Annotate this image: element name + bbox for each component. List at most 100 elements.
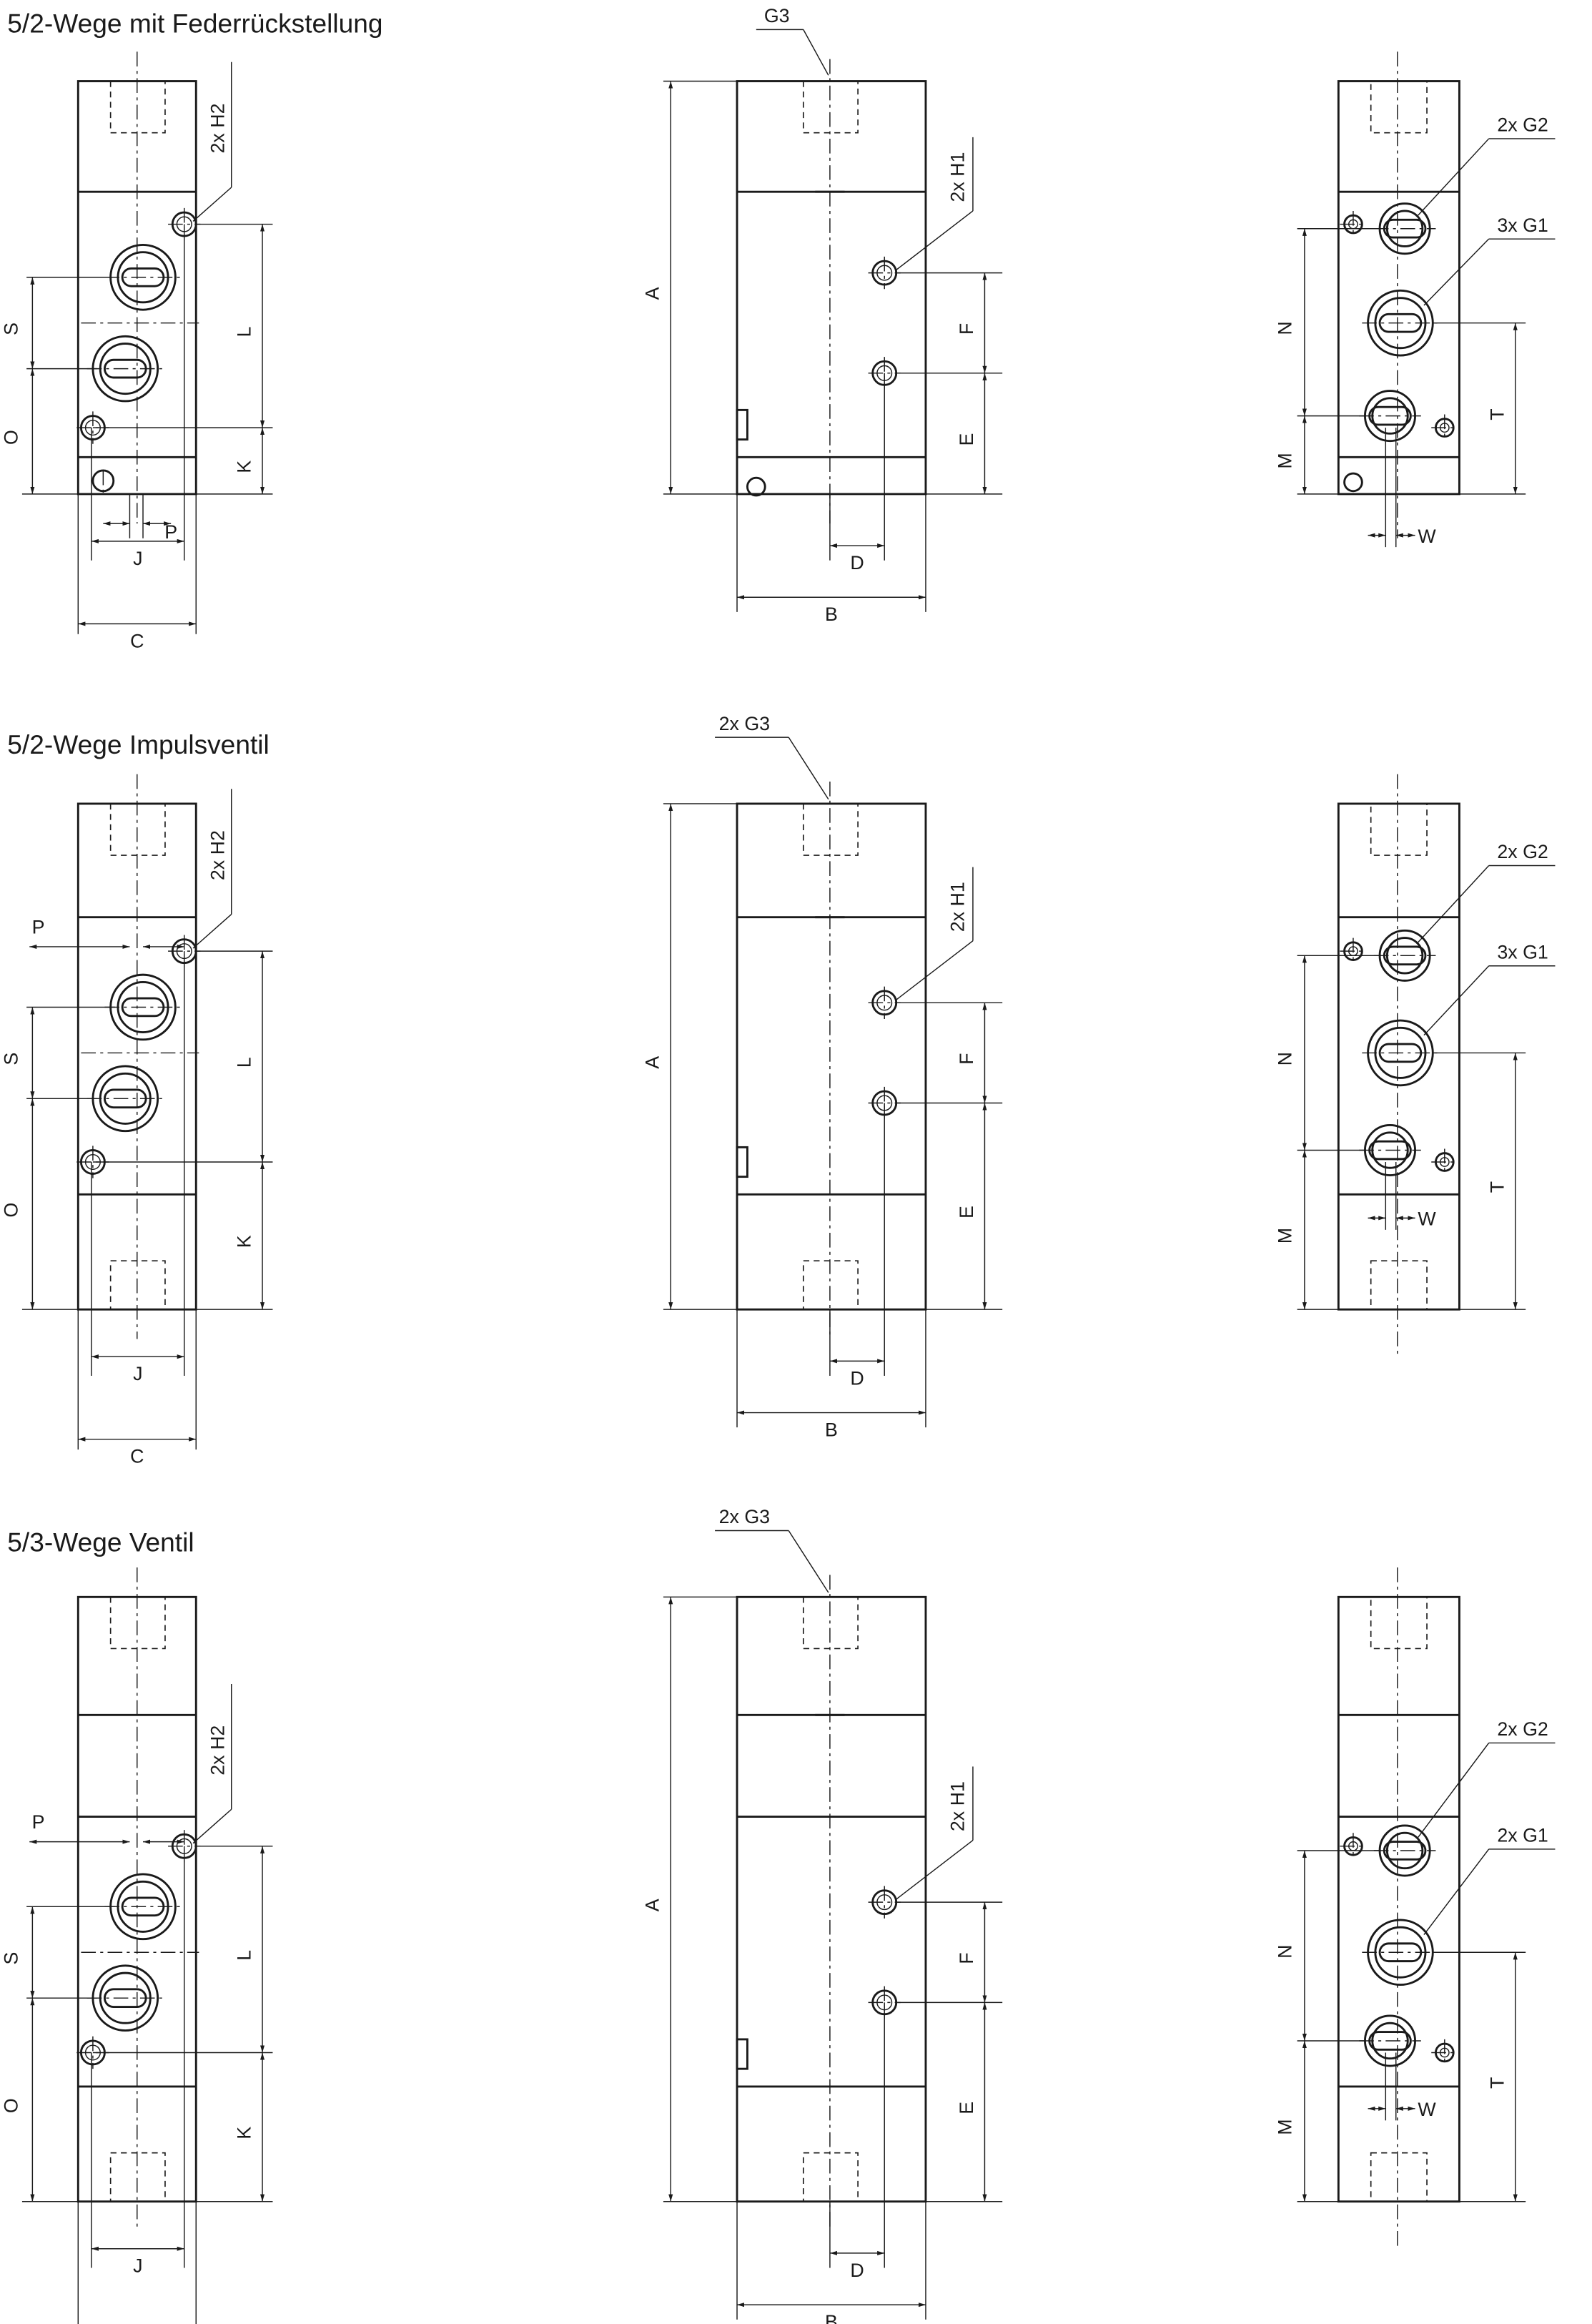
P-label: P <box>32 1811 45 1833</box>
E-label: E <box>956 1206 977 1218</box>
L-label: L <box>234 1950 255 1961</box>
leader-line <box>192 914 232 949</box>
top-port-hidden <box>802 803 859 856</box>
H2-label: 2x H2 <box>207 1725 228 1776</box>
G2-label: 2x G2 <box>1497 1718 1548 1740</box>
valve-body <box>736 802 927 1311</box>
leader-line <box>1423 238 1490 306</box>
variant-title: 5/3-Wege Ventil <box>7 1527 194 1557</box>
B-label: B <box>825 2311 838 2324</box>
S-label: S <box>1 1952 22 1965</box>
O-label: O <box>1 2098 22 2113</box>
manual-override <box>736 1146 748 1178</box>
T-label: T <box>1486 1181 1508 1193</box>
O-label: O <box>1 1203 22 1218</box>
top-port-hidden <box>802 80 859 134</box>
H1-label: 2x H1 <box>947 1781 969 1831</box>
H2-label: 2x H2 <box>207 104 228 154</box>
N-label: N <box>1274 321 1295 335</box>
manual-override <box>736 2038 748 2070</box>
P-label: P <box>164 521 177 543</box>
A-label: A <box>642 1056 663 1069</box>
manual-override <box>736 408 748 441</box>
E-label: E <box>956 433 977 446</box>
variant-title: 5/2-Wege mit Federrückstellung <box>7 8 382 38</box>
K-label: K <box>234 2127 255 2140</box>
P-label: P <box>32 916 45 937</box>
G2-label: 2x G2 <box>1497 114 1548 136</box>
valve-body <box>1337 1595 1460 2203</box>
N-label: N <box>1274 1052 1295 1065</box>
A-label: A <box>642 287 663 300</box>
side-view: A F E D B 2x G3 2x H1 <box>642 1506 1003 2324</box>
leader-line <box>896 940 974 1000</box>
O-label: O <box>1 430 22 445</box>
valve-body <box>736 80 927 496</box>
leader-line <box>1423 965 1490 1036</box>
top-port-hidden <box>109 803 166 856</box>
bottom-port-hidden <box>1370 2152 1428 2202</box>
L-label: L <box>234 1057 255 1068</box>
port-view: N M T W 2x G2 3x G1 <box>1274 51 1556 548</box>
leader-line <box>1418 865 1490 943</box>
C-label: C <box>130 630 144 651</box>
bottom-port-hidden <box>1370 1260 1428 1311</box>
top-port-hidden <box>1370 803 1428 856</box>
A-label: A <box>642 1899 663 1911</box>
W-label: W <box>1418 2099 1436 2120</box>
J-label: J <box>133 548 142 569</box>
variant-title: 5/2-Wege Impulsventil <box>7 729 269 759</box>
B-label: B <box>825 1419 838 1441</box>
bottom-port-hidden <box>109 1260 166 1311</box>
F-label: F <box>956 1952 977 1964</box>
T-label: T <box>1486 2077 1508 2089</box>
W-label: W <box>1418 526 1436 547</box>
B-label: B <box>825 604 838 625</box>
top-port-hidden <box>1370 1596 1428 1650</box>
W-label: W <box>1418 1208 1436 1230</box>
G3-label: G3 <box>764 5 790 26</box>
K-label: K <box>234 461 255 473</box>
G1-label: 3x G1 <box>1497 215 1548 236</box>
H2-label: 2x H2 <box>207 830 228 880</box>
K-label: K <box>234 1235 255 1248</box>
D-label: D <box>850 2260 864 2281</box>
bottom-port-hidden <box>802 2152 859 2202</box>
G2-label: 2x G2 <box>1497 841 1548 862</box>
S-label: S <box>1 322 22 335</box>
leader-line <box>788 1530 829 1593</box>
D-label: D <box>850 1367 864 1389</box>
S-label: S <box>1 1053 22 1065</box>
G1-label: 3x G1 <box>1497 941 1548 962</box>
leader-line <box>192 1808 232 1844</box>
top-port-hidden <box>109 1596 166 1650</box>
M-label: M <box>1274 453 1295 468</box>
M-label: M <box>1274 2119 1295 2135</box>
top-port-hidden <box>802 1596 859 1650</box>
port-view: N M T W 2x G2 2x G1 <box>1274 1567 1556 2246</box>
G1-label: 2x G1 <box>1497 1825 1548 1846</box>
mounting-hole <box>1343 472 1363 493</box>
L-label: L <box>234 327 255 338</box>
G3-label: 2x G3 <box>719 1506 771 1527</box>
T-label: T <box>1486 408 1508 420</box>
leader-line <box>1423 1848 1490 1935</box>
valve-body <box>1337 802 1460 1311</box>
valve-body <box>736 1595 927 2203</box>
leader-line <box>192 187 232 222</box>
N-label: N <box>1274 1945 1295 1959</box>
leader-line <box>1418 138 1490 216</box>
front-view: S O L K J C P 2x H2 <box>1 51 273 651</box>
top-port-hidden <box>109 80 166 134</box>
G3-label: 2x G3 <box>719 713 771 734</box>
E-label: E <box>956 2102 977 2114</box>
C-label: C <box>130 1446 144 1467</box>
